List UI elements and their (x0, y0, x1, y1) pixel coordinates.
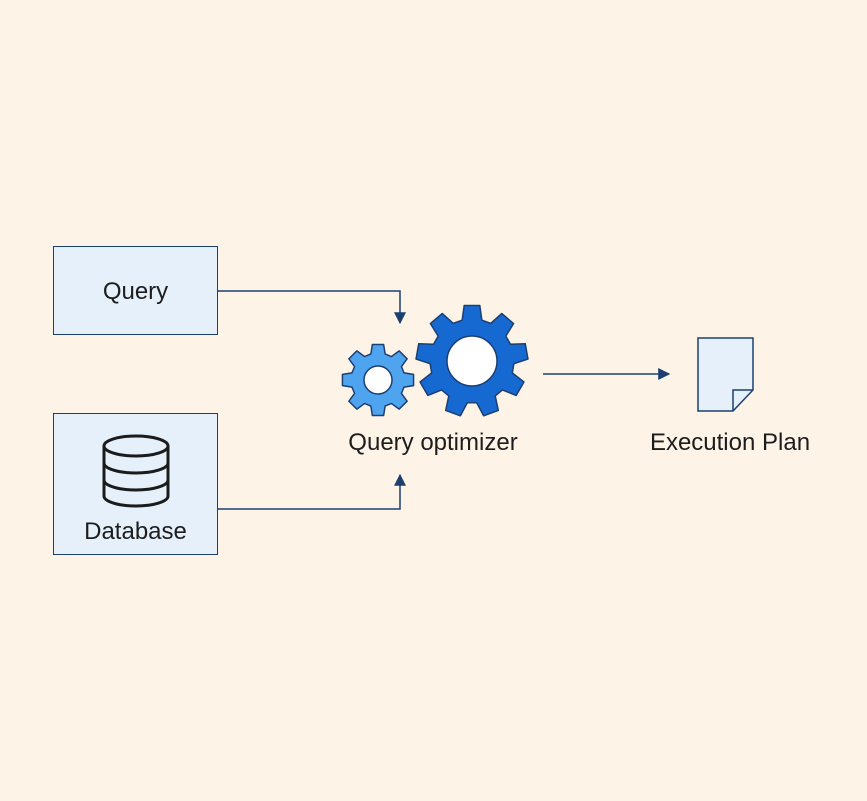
execution-plan-label: Execution Plan (649, 429, 811, 456)
small-gear-icon (341, 343, 415, 417)
database-icon (102, 434, 170, 508)
database-box: Database (53, 413, 218, 555)
optimizer-label: Query optimizer (348, 429, 518, 456)
large-gear-hole (446, 335, 498, 387)
database-to-optimizer-arrow (218, 473, 406, 510)
gears-icon (341, 304, 529, 417)
query-label: Query (102, 278, 169, 305)
database-label: Database (84, 518, 187, 545)
query-to-optimizer-arrow (218, 290, 406, 325)
large-gear-icon (415, 304, 529, 417)
small-gear-hole (363, 365, 393, 395)
document-icon (697, 337, 754, 412)
query-box: Query (53, 246, 218, 335)
